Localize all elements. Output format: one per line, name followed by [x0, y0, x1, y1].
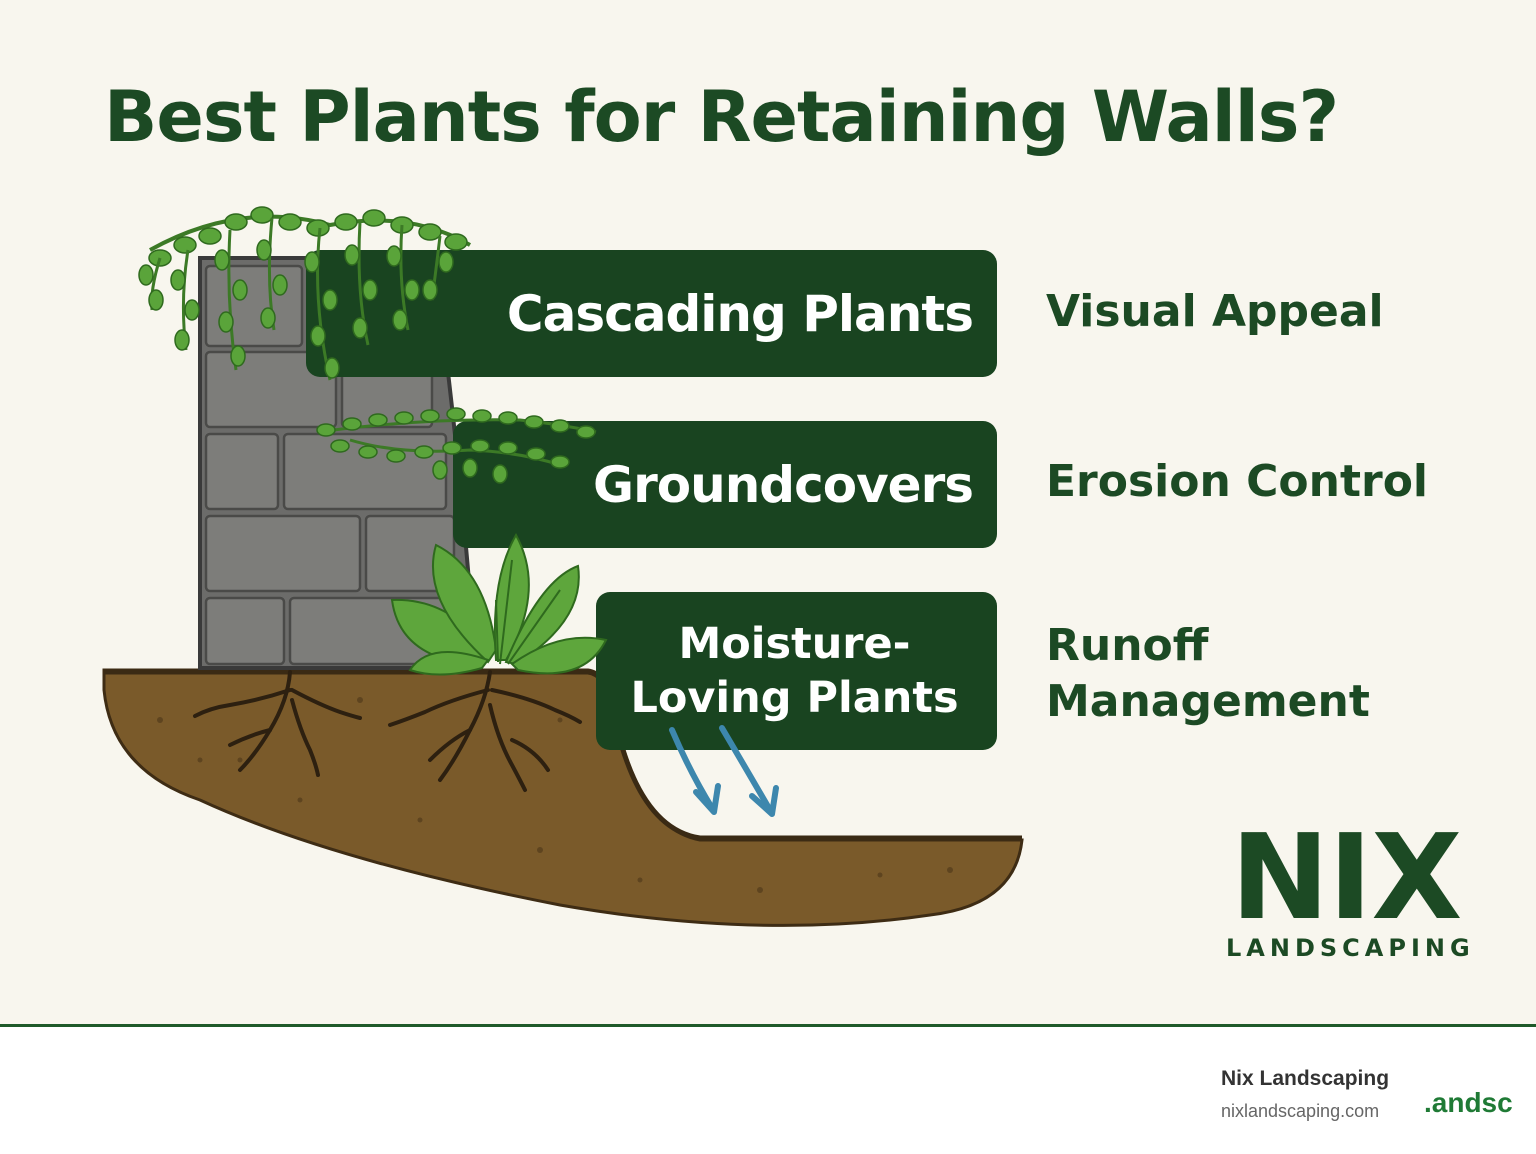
nix-landscaping-logo: NIX LANDSCAPING [1226, 808, 1475, 962]
footer-site-name: Nix Landscaping [1221, 1067, 1390, 1090]
logo-wordmark: NIX [1230, 808, 1463, 946]
plant-type-label: Groundcovers [593, 455, 974, 514]
plant-roots [193, 670, 582, 792]
plant-type-band-groundcovers: Groundcovers [453, 421, 997, 548]
infographic-canvas: Best Plants for Retaining Walls? [102, 76, 1475, 962]
logo-subtitle: LANDSCAPING [1226, 934, 1475, 962]
plant-type-label: Moisture-Loving Plants [630, 619, 959, 723]
benefit-label: Runoff Management [1046, 620, 1370, 727]
footer-site-url[interactable]: nixlandscaping.com [1221, 1101, 1380, 1121]
plant-foliage-overlay [138, 206, 779, 817]
cascading-plant-icon [138, 206, 472, 381]
moisture-loving-plant-icon [390, 532, 608, 676]
footer-logo-mark: .andsc [1424, 1087, 1513, 1118]
soil-speckles [157, 697, 953, 893]
infographic-title: Best Plants for Retaining Walls? [104, 76, 1339, 158]
benefit-label: Erosion Control [1046, 456, 1429, 507]
groundcover-plant-icon [316, 407, 597, 484]
plant-type-label: Cascading Plants [506, 284, 974, 343]
page-footer: Nix Landscaping nixlandscaping.com .ands… [0, 1024, 1536, 1154]
benefit-label: Visual Appeal [1046, 286, 1384, 337]
runoff-arrow-icon [669, 725, 779, 817]
plant-type-band-moisture-loving: Moisture-Loving Plants [596, 592, 997, 750]
plant-type-band-cascading: Cascading Plants [306, 250, 997, 377]
